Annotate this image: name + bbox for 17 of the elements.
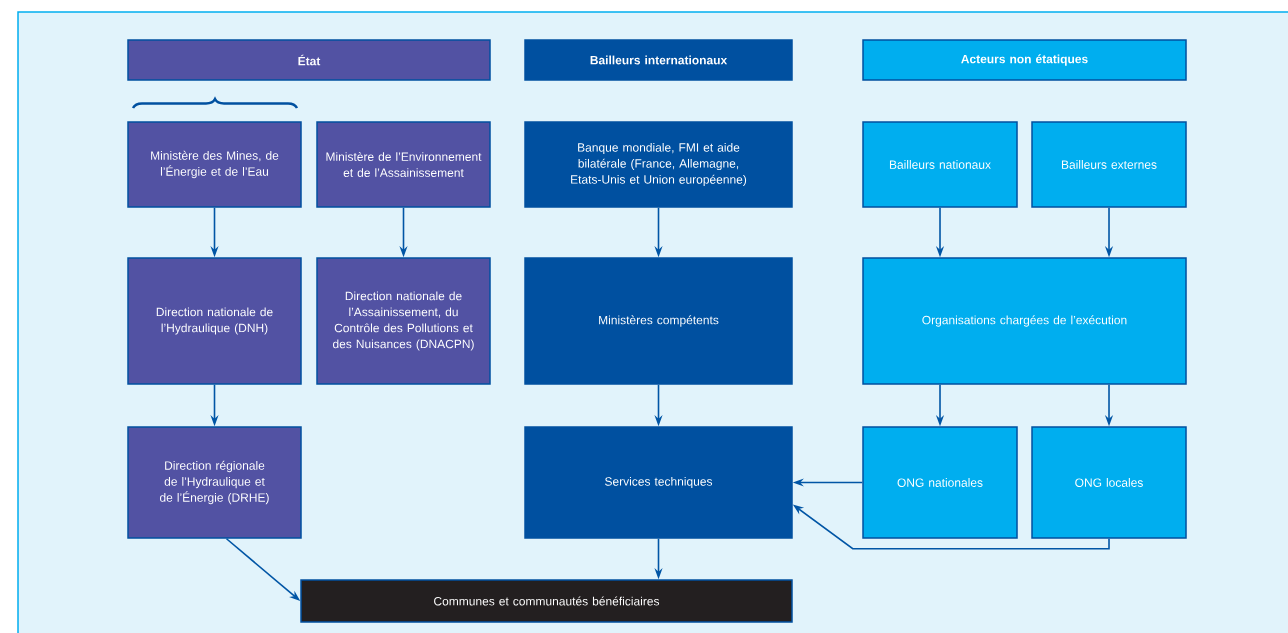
- process-box: ONG locales: [1031, 426, 1187, 539]
- process-box: Ministère de l’Environnement et de l’Assainissement: [316, 121, 491, 208]
- process-box: Bailleurs externes: [1031, 121, 1187, 208]
- heading-box: Acteurs non étatiques: [862, 39, 1187, 81]
- process-box: Ministères compétents: [524, 257, 793, 385]
- heading-box: État: [127, 39, 491, 81]
- heading-box: Bailleurs internationaux: [524, 39, 793, 81]
- process-box: ONG nationales: [862, 426, 1018, 539]
- process-box: Direction nationale de l’Assainissement, du Contrôle des Pollutions et des Nuisances (DNACPN): [316, 257, 491, 385]
- process-box: Communes et communautés bénéficiaires: [300, 579, 793, 623]
- process-box: Direction nationale de l’Hydraulique (DNH): [127, 257, 302, 385]
- process-box: Organisations chargées de l’exécution: [862, 257, 1187, 385]
- process-box: Bailleurs nationaux: [862, 121, 1018, 208]
- process-box: Direction régionale de l’Hydraulique et de l’Énergie (DRHE): [127, 426, 302, 539]
- process-box: Banque mondiale, FMI et aide bilatérale (France, Allemagne, Etats-Unis et Union européenne): [524, 121, 793, 208]
- process-box: Services techniques: [524, 426, 793, 539]
- process-box: Ministère des Mines, de l’Énergie et de l’Eau: [127, 121, 302, 208]
